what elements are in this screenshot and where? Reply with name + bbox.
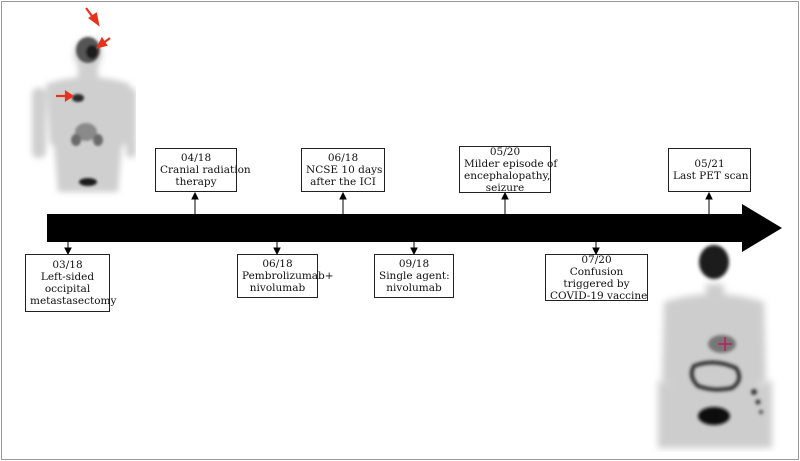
event-text: Milder episode of xyxy=(464,157,558,170)
event-text: therapy xyxy=(175,176,217,188)
timeline-arrow xyxy=(47,204,782,252)
event-text: Last PET scan xyxy=(673,170,749,182)
event-text: seizure xyxy=(485,181,525,194)
connectors-above xyxy=(191,191,713,214)
event-text: nivolumab xyxy=(249,282,306,294)
event-text: metastasectomy xyxy=(30,295,117,307)
event-text: Pembrolizumab+ xyxy=(242,270,334,282)
event-text: nivolumab xyxy=(386,282,442,294)
event-text: Confusion xyxy=(569,265,624,278)
event-date: 05/21 xyxy=(694,158,725,170)
event-date: 05/20 xyxy=(489,145,521,158)
crosshair-marker-icon xyxy=(718,337,732,351)
event-text: Single agent: xyxy=(379,270,450,282)
event-box-ncse: 06/18 NCSE 10 days after the ICI xyxy=(301,148,385,192)
event-date: 06/18 xyxy=(262,258,293,270)
event-box-covid-confusion: 07/20 Confusion triggered by COVID-19 va… xyxy=(545,253,648,302)
event-date: 09/18 xyxy=(398,258,430,270)
event-box-pembrolizumab: 06/18 Pembrolizumab+ nivolumab xyxy=(237,254,334,298)
event-box-encephalopathy: 05/20 Milder episode of encephalopathy, … xyxy=(459,145,558,194)
event-text: Left-sided xyxy=(40,271,95,283)
event-box-cranial-radiation: 04/18 Cranial radiation therapy xyxy=(155,148,251,192)
event-box-last-pet: 05/21 Last PET scan xyxy=(668,148,751,192)
event-box-metastasectomy: 03/18 Left-sided occipital metastasectom… xyxy=(25,254,117,312)
event-text: COVID-19 vaccine xyxy=(550,289,648,302)
pet-scan-image-last xyxy=(658,245,772,448)
event-date: 03/18 xyxy=(52,259,83,271)
event-text: NCSE 10 days xyxy=(306,164,383,176)
connectors-below xyxy=(64,242,600,256)
event-box-nivolumab: 09/18 Single agent: nivolumab xyxy=(374,254,454,298)
event-text: Cranial radiation xyxy=(160,164,251,176)
event-text: encephalopathy, xyxy=(464,169,551,182)
event-text: triggered by xyxy=(563,277,630,290)
event-date: 06/18 xyxy=(327,152,359,164)
annotation-arrows xyxy=(56,7,111,103)
event-date: 07/20 xyxy=(581,253,612,266)
event-text: occipital xyxy=(44,283,91,295)
pet-scan-image-initial xyxy=(32,7,136,192)
event-text: after the ICI xyxy=(310,176,376,188)
event-date: 04/18 xyxy=(180,152,212,164)
